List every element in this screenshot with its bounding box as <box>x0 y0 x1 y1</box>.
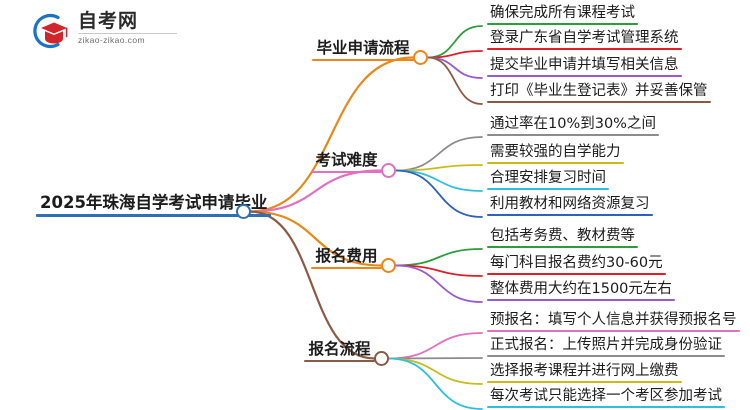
leaf-node-underline <box>487 298 675 301</box>
leaf-node[interactable]: 利用教材和网络资源复习 <box>487 196 653 216</box>
leaf-node[interactable]: 提交毕业申请并填写相关信息 <box>487 57 682 77</box>
leaf-node-underline <box>487 161 624 164</box>
leaf-node-label: 通过率在10%到30%之间 <box>490 116 656 132</box>
leaf-node-label: 每门科目报名费约30-60元 <box>490 255 663 271</box>
leaf-node[interactable]: 需要较强的自学能力 <box>487 144 624 164</box>
logo-name: 自考网 <box>78 10 139 32</box>
graduation-cap-icon <box>33 13 68 49</box>
leaf-node[interactable]: 选择报考课程并进行网上缴费 <box>487 363 682 383</box>
branch-underline <box>311 171 382 174</box>
branch-node-1[interactable]: 考试难度 <box>311 151 382 174</box>
leaf-node[interactable]: 确保完成所有课程考试 <box>487 5 638 25</box>
root-node[interactable]: 2025年珠海自学考试申请毕业 <box>36 193 272 217</box>
branch-label: 报名费用 <box>315 247 378 265</box>
leaf-node-label: 利用教材和网络资源复习 <box>490 196 650 212</box>
leaf-node[interactable]: 整体费用大约在1500元左右 <box>487 281 675 301</box>
leaf-node-label: 登录广东省自学考试管理系统 <box>490 30 679 46</box>
branch-connector-0[interactable] <box>413 50 428 65</box>
leaf-node[interactable]: 每次考试只能选择一个考区参加考试 <box>487 388 725 408</box>
leaf-node-underline <box>487 245 638 248</box>
logo-url: zikao-zikao.com <box>78 35 145 45</box>
branch-underline <box>311 267 382 270</box>
leaf-node-underline <box>487 329 740 332</box>
root-node-connector[interactable] <box>236 204 251 219</box>
leaf-node-label: 提交毕业申请并填写相关信息 <box>490 57 679 73</box>
leaf-node-underline <box>487 22 638 25</box>
leaf-node-label: 选择报考课程并进行网上缴费 <box>490 363 679 379</box>
root-node-label: 2025年珠海自学考试申请毕业 <box>40 193 268 212</box>
leaf-node-label: 每次考试只能选择一个考区参加考试 <box>490 388 722 404</box>
leaf-node-underline <box>487 187 609 190</box>
leaf-node[interactable]: 正式报名：上传照片并完成身份验证 <box>487 337 725 357</box>
leaf-node-label: 打印《毕业生登记表》并妥善保管 <box>490 83 708 99</box>
leaf-node[interactable]: 登录广东省自学考试管理系统 <box>487 30 682 50</box>
logo-wordmark: 自考网 zikao-zikao.com <box>78 10 178 45</box>
leaf-node-underline <box>487 380 682 383</box>
leaf-node[interactable]: 合理安排复习时间 <box>487 170 609 190</box>
leaf-node-underline <box>487 100 711 103</box>
branch-node-2[interactable]: 报名费用 <box>311 247 382 270</box>
leaf-node[interactable]: 打印《毕业生登记表》并妥善保管 <box>487 83 711 103</box>
leaf-node-label: 合理安排复习时间 <box>490 170 606 186</box>
leaf-node-label: 需要较强的自学能力 <box>490 144 621 160</box>
leaf-node[interactable]: 包括考务费、教材费等 <box>487 228 638 248</box>
root-node-underline <box>36 214 272 217</box>
leaf-node-underline <box>487 272 666 275</box>
leaf-node-label: 正式报名：上传照片并完成身份验证 <box>490 337 722 353</box>
site-logo: 自考网 zikao-zikao.com <box>28 10 178 52</box>
logo-divider <box>78 33 177 34</box>
branch-label: 报名流程 <box>308 340 371 358</box>
leaf-node-label: 包括考务费、教材费等 <box>490 228 635 244</box>
leaf-node-underline <box>487 47 682 50</box>
leaf-node-underline <box>487 213 653 216</box>
leaf-node-underline <box>487 133 659 136</box>
branch-node-0[interactable]: 毕业申请流程 <box>312 39 414 62</box>
branch-label: 毕业申请流程 <box>316 39 410 57</box>
leaf-node[interactable]: 通过率在10%到30%之间 <box>487 116 659 136</box>
branch-label: 考试难度 <box>315 151 378 169</box>
branch-connector-2[interactable] <box>381 258 396 273</box>
leaf-node[interactable]: 预报名：填写个人信息并获得预报名号 <box>487 312 740 332</box>
leaf-node-underline <box>487 74 682 77</box>
leaf-node-underline <box>487 405 725 408</box>
leaf-node-underline <box>487 354 725 357</box>
branch-underline <box>312 59 414 62</box>
leaf-node-label: 确保完成所有课程考试 <box>490 5 635 21</box>
branch-connector-3[interactable] <box>374 351 389 366</box>
branch-connector-1[interactable] <box>381 163 396 178</box>
leaf-node-label: 整体费用大约在1500元左右 <box>490 281 672 297</box>
leaf-node[interactable]: 每门科目报名费约30-60元 <box>487 255 666 275</box>
branch-underline <box>304 360 375 363</box>
leaf-node-label: 预报名：填写个人信息并获得预报名号 <box>490 312 737 328</box>
branch-node-3[interactable]: 报名流程 <box>304 340 375 363</box>
